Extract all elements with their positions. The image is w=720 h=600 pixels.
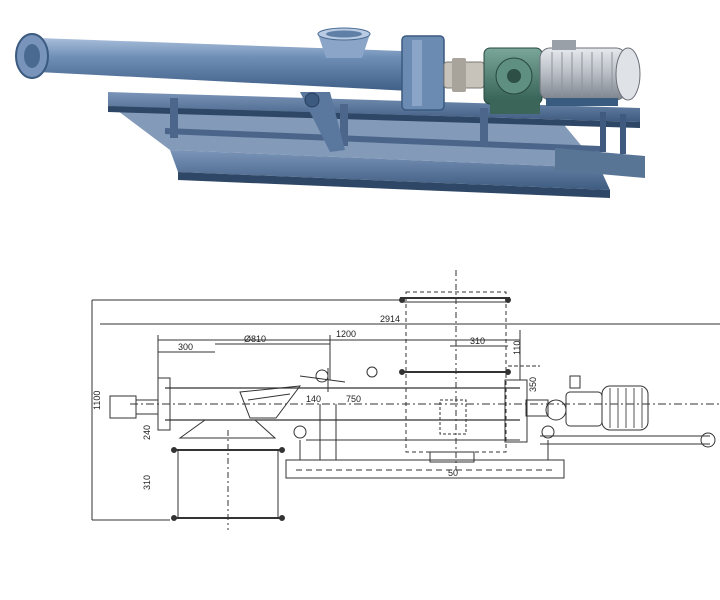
- dim-label-300: 300: [178, 342, 193, 352]
- gear-reducer: [483, 47, 543, 114]
- electric-motor: [539, 40, 641, 106]
- dim-label-750: 750: [346, 394, 361, 404]
- dim-label-240: 240: [142, 425, 152, 440]
- support-frame: [108, 92, 640, 154]
- dim-label-310-top: 310: [470, 336, 485, 346]
- inlet-hopper: [317, 27, 371, 58]
- dim-label-140: 140: [306, 394, 321, 404]
- dim-label-810: Ø810: [244, 334, 266, 344]
- dim-label-50: 50: [448, 468, 458, 478]
- dim-label-350: 350: [528, 377, 538, 392]
- dim-label-2914: 2914: [380, 314, 400, 324]
- coupling: [443, 58, 485, 92]
- dim-label-310-side: 310: [142, 475, 152, 490]
- dim-label-110: 110: [512, 341, 522, 355]
- skid-base: [110, 105, 645, 198]
- inlet-flange: [15, 33, 49, 79]
- dim-label-1200: 1200: [336, 329, 356, 339]
- dim-label-overall-height: 1100: [92, 391, 102, 410]
